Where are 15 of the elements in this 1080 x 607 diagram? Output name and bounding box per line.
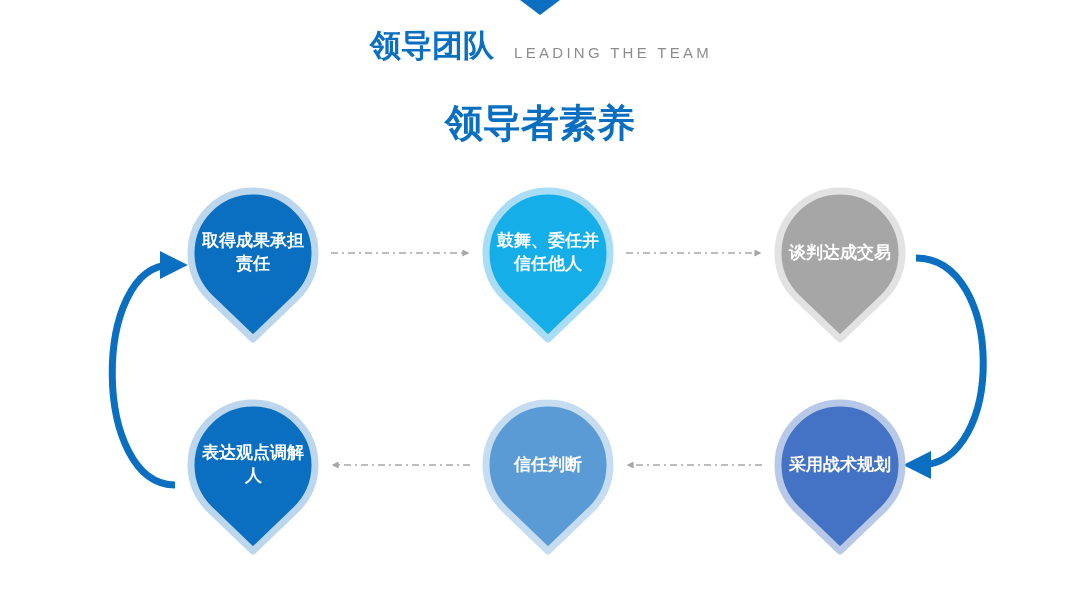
dashed-arrow [626, 461, 763, 469]
node-label: 表达观点调解人 [201, 442, 305, 487]
curved-arrow [903, 254, 987, 477]
node-label: 采用战术规划 [789, 453, 891, 476]
subtitle: LEADING THE TEAM [514, 45, 713, 60]
node-label: 谈判达成交易 [789, 241, 891, 264]
node-label: 信任判断 [514, 453, 582, 476]
node-label: 取得成果承担责任 [201, 230, 305, 275]
heading: 领导者素养 [445, 104, 635, 142]
dashed-arrow [331, 461, 471, 469]
dashed-arrow [330, 249, 470, 257]
curved-arrow [108, 254, 188, 489]
title: 领导团队 [370, 30, 494, 61]
node-label: 鼓舞、委任并信任他人 [496, 230, 600, 275]
dashed-arrow [625, 249, 762, 257]
